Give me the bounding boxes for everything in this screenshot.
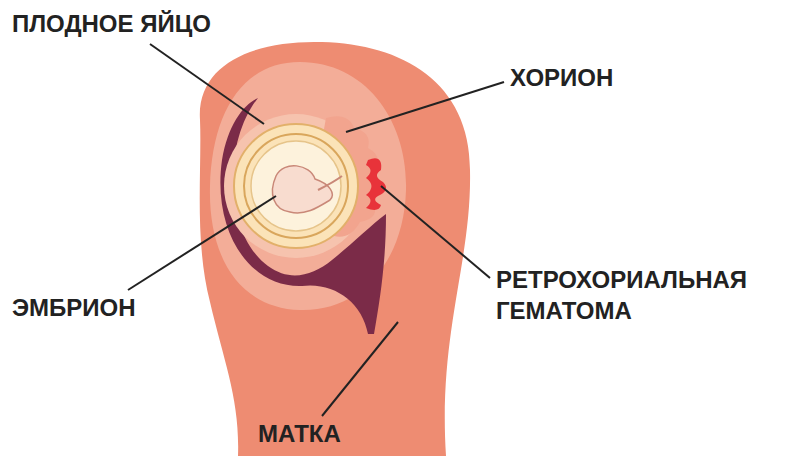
leader-line xyxy=(346,82,504,132)
leader-line xyxy=(381,186,490,278)
retrochorial-hematoma xyxy=(366,158,386,210)
leader-line xyxy=(128,196,276,290)
gestational-sac xyxy=(234,124,358,248)
part-label: РЕТРОХОРИАЛЬНАЯ ГЕМАТОМА xyxy=(496,264,786,326)
uterus-wall xyxy=(200,42,470,456)
part-label: ПЛОДНОЕ ЯЙЦО xyxy=(12,8,211,39)
umbilical-stalk xyxy=(318,176,342,190)
embryo xyxy=(272,166,332,213)
leader-lines xyxy=(128,44,504,416)
leader-line xyxy=(322,322,398,416)
amnion-ring xyxy=(244,134,348,238)
part-label: МАТКА xyxy=(258,418,341,449)
part-label: ЭМБРИОН xyxy=(12,292,136,323)
leader-line xyxy=(150,44,264,124)
amniotic-cavity xyxy=(251,141,341,231)
part-label: ХОРИОН xyxy=(510,62,613,93)
